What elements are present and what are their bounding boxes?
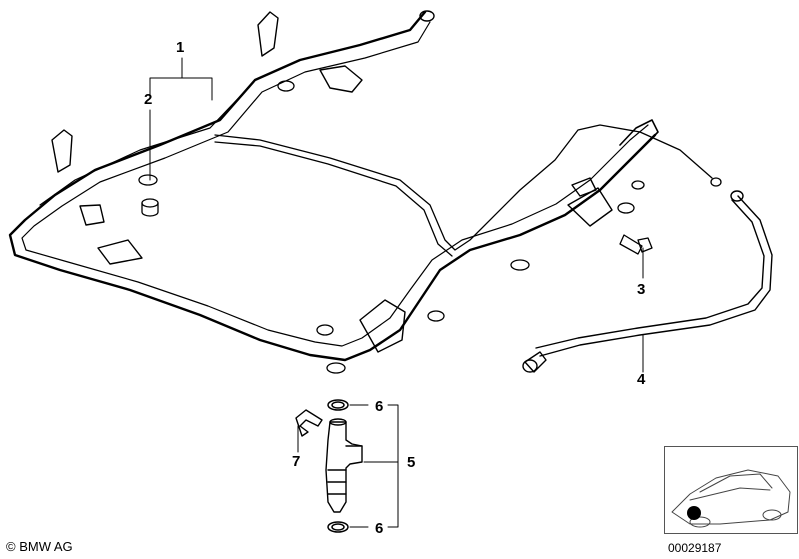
callout-6-top: 6: [375, 398, 384, 415]
callout-4: 4: [637, 371, 646, 388]
callout-2: 2: [144, 91, 153, 108]
clip-part-7: [295, 409, 323, 437]
diagram-number: 00029187: [668, 541, 722, 555]
callout-1: 1: [176, 39, 185, 56]
seal-rings-part-6: [327, 399, 349, 533]
vehicle-thumbnail-frame: [664, 446, 798, 534]
fuel-hose-part-4: [522, 190, 773, 373]
location-marker: [687, 506, 701, 520]
callout-7: 7: [292, 453, 301, 470]
copyright-label: © BMW AG: [6, 539, 73, 554]
injector-cups: [138, 80, 645, 374]
vacuum-line: [214, 124, 722, 257]
fuel-rail-tube: [8, 10, 659, 362]
injector-part-5: [325, 418, 363, 513]
callout-5: 5: [407, 454, 416, 471]
callout-6-bottom: 6: [375, 520, 384, 537]
callout-3: 3: [637, 281, 646, 298]
rail-brackets: [51, 11, 613, 353]
leader-lines: [149, 57, 644, 528]
thumbnail-car-outline: [671, 469, 791, 528]
plug-part-2: [141, 198, 159, 217]
bolt-part-3: [619, 234, 653, 255]
